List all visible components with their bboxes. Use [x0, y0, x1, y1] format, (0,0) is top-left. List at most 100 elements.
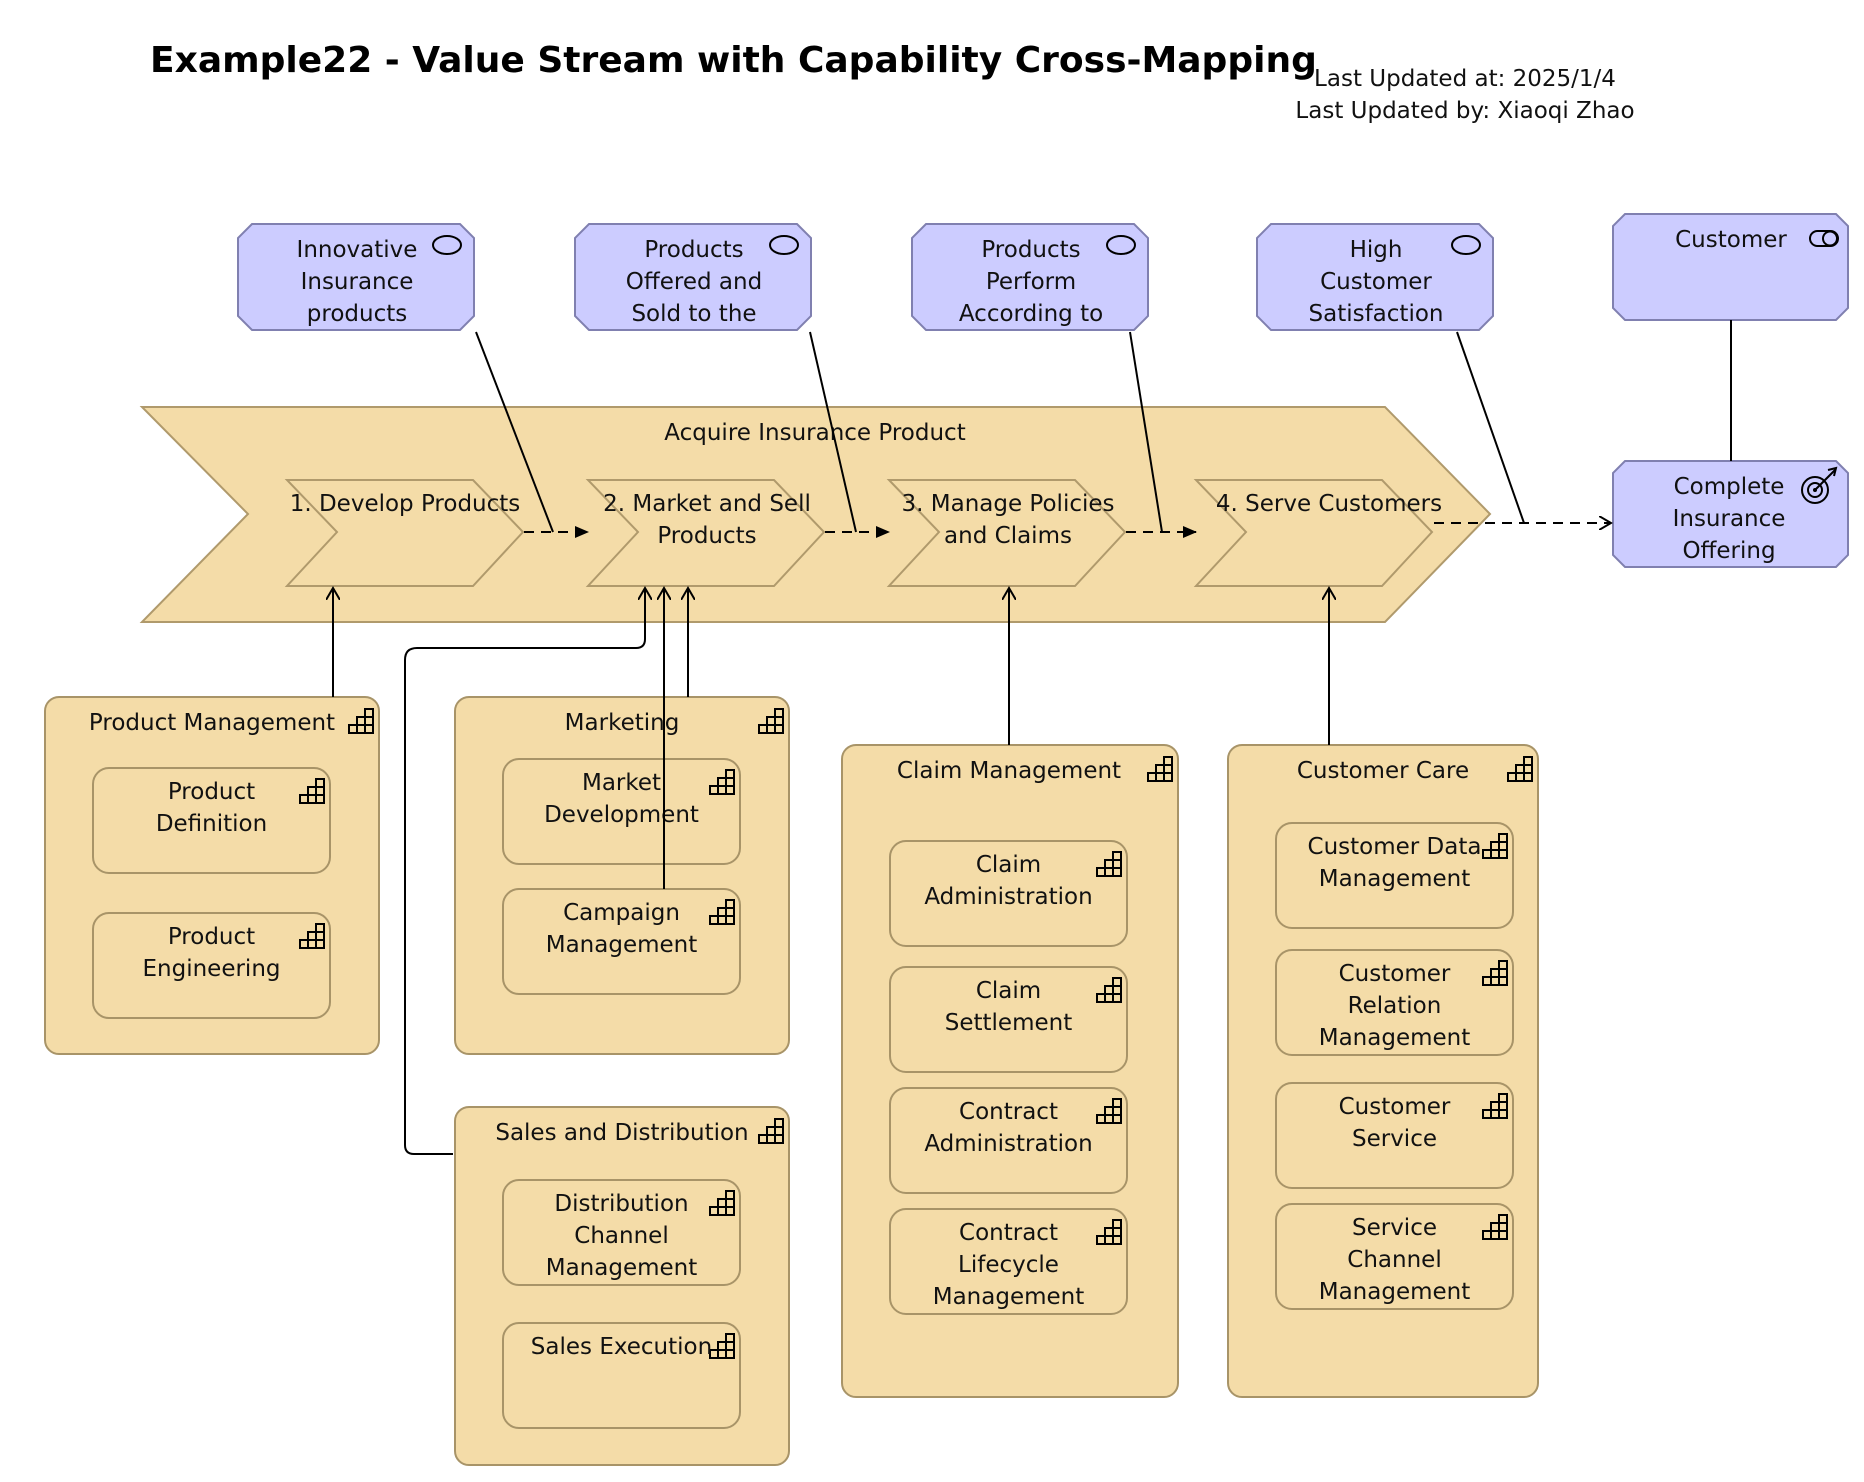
capability-label: Contract	[959, 1220, 1058, 1246]
last-updated-by: Last Updated by: Xiaoqi Zhao	[1295, 98, 1634, 124]
connectors	[333, 320, 1732, 1155]
outcome-label: Insurance	[1673, 506, 1786, 532]
capability-label: Lifecycle	[958, 1252, 1059, 1278]
capability-label: Claim	[976, 978, 1041, 1004]
stage-label: and Claims	[944, 523, 1072, 549]
capability-group-name: Marketing	[565, 710, 680, 736]
capability-label: Definition	[156, 811, 267, 837]
stakeholder-icon	[1809, 230, 1839, 247]
capability-group[interactable]: Claim ManagementClaimAdministrationClaim…	[841, 744, 1179, 1398]
capability-label: Service	[1352, 1215, 1437, 1241]
capability-label: Distribution	[554, 1191, 688, 1217]
value-icon	[432, 235, 462, 255]
value-label: Innovative	[297, 237, 418, 263]
stage-label: Products	[657, 523, 756, 549]
outcome-label: Offering	[1682, 538, 1775, 564]
value-label: Perform	[986, 269, 1076, 295]
assoc-value-1[interactable]	[475, 331, 554, 533]
stage-label: 2. Market and Sell	[603, 491, 811, 517]
capability-label: Settlement	[945, 1010, 1072, 1036]
capability-label: Sales Execution	[531, 1334, 712, 1360]
capability-label: Channel	[574, 1223, 668, 1249]
capability-label: Customer	[1339, 961, 1451, 987]
serve-sales-distribution[interactable]	[404, 588, 645, 1155]
stage-label: 3. Manage Policies	[902, 491, 1115, 517]
value-label: Sold to the	[631, 301, 756, 327]
capability-label: Contract	[959, 1099, 1058, 1125]
assoc-value-4[interactable]	[1456, 331, 1525, 524]
capability-label: Development	[544, 802, 699, 828]
capability[interactable]: Sales Execution	[502, 1322, 741, 1429]
stage-1[interactable]: 1. Develop Products	[284, 479, 525, 587]
capability-label: Customer	[1339, 1094, 1451, 1120]
value-label: Offered and	[626, 269, 762, 295]
outcome-label: Complete	[1674, 474, 1785, 500]
capability-group-name: Claim Management	[897, 758, 1121, 784]
capability-label: Claim	[976, 852, 1041, 878]
value-icon	[1106, 235, 1136, 255]
capability-label: Customer Data	[1308, 834, 1482, 860]
value-stream-name: Acquire Insurance Product	[664, 420, 965, 446]
value-icon	[1451, 235, 1481, 255]
value-label: Products	[981, 237, 1080, 263]
capability-label: Administration	[924, 1131, 1092, 1157]
value-label: Insurance	[301, 269, 414, 295]
stakeholder-label: Customer	[1675, 227, 1787, 253]
capability-label: Product	[168, 779, 255, 805]
assoc-value-3[interactable]	[1129, 331, 1163, 533]
value-label: Customer	[1320, 269, 1432, 295]
capability-group[interactable]: MarketingMarketDevelopmentCampaignManage…	[454, 696, 790, 1055]
capability-label: Management	[546, 932, 698, 958]
capability-label: Management	[546, 1255, 698, 1281]
stage-label: 1. Develop Products	[290, 491, 521, 517]
capability-label: Market	[582, 770, 661, 796]
stakeholder-customer[interactable]: Customer	[1612, 213, 1849, 321]
capability-label: Channel	[1347, 1247, 1441, 1273]
assoc-value-2[interactable]	[809, 331, 857, 533]
capability-label: Management	[1319, 866, 1471, 892]
stage-4[interactable]: 4. Serve Customers	[1193, 479, 1442, 587]
stage-label: 4. Serve Customers	[1216, 491, 1442, 517]
capability-label: Administration	[924, 884, 1092, 910]
value-label: Products	[644, 237, 743, 263]
capability-group-name: Customer Care	[1297, 758, 1469, 784]
capability-label: Relation	[1348, 993, 1442, 1019]
capability-label: Engineering	[143, 956, 281, 982]
value-label: High	[1350, 237, 1403, 263]
capability-group[interactable]: Sales and DistributionDistributionChanne…	[454, 1106, 790, 1466]
target-icon	[1801, 466, 1838, 504]
diagram-title: Example22 - Value Stream with Capability…	[150, 40, 1317, 81]
capability-group[interactable]: Product ManagementProductDefinitionProdu…	[44, 696, 380, 1055]
capability-label: Management	[1319, 1025, 1471, 1051]
value-icon	[769, 235, 799, 255]
capability-label: Product	[168, 924, 255, 950]
capability-group-name: Sales and Distribution	[495, 1120, 748, 1146]
value-label: products	[307, 301, 407, 327]
capability-label: Management	[933, 1284, 1085, 1310]
capability-label: Management	[1319, 1279, 1471, 1305]
capability-label: Service	[1352, 1126, 1437, 1152]
stage-3[interactable]: 3. Manage Policies and Claims	[886, 479, 1127, 587]
capability-group-name: Product Management	[89, 710, 335, 736]
